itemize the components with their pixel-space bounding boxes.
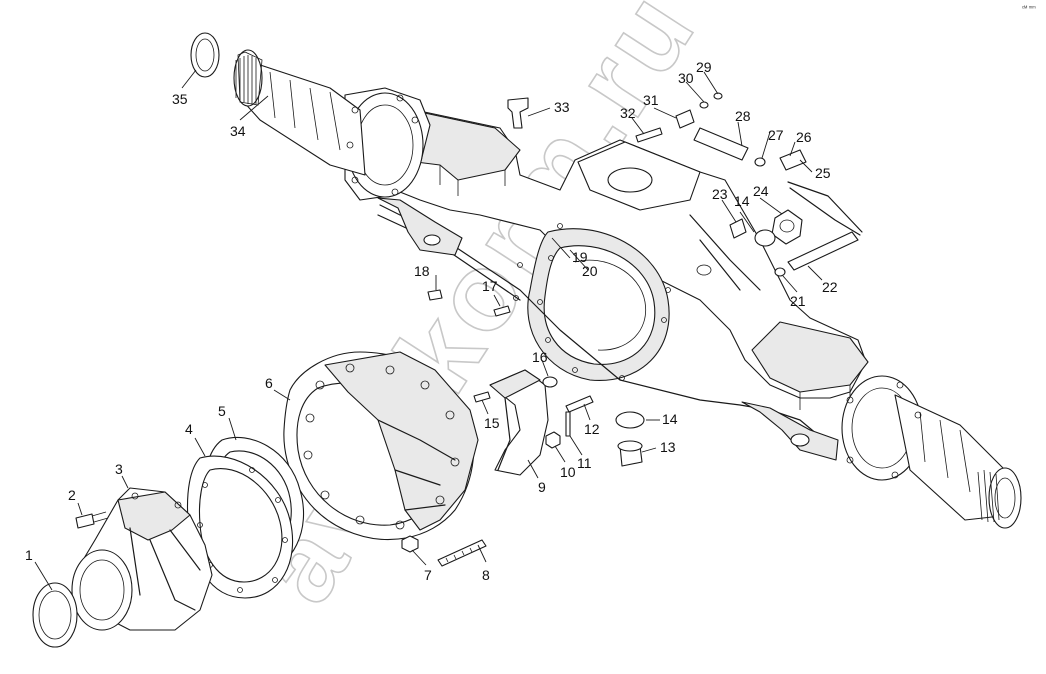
callout-35: 35 <box>172 91 188 107</box>
seal-ring <box>32 582 78 648</box>
callout-26: 26 <box>796 129 812 145</box>
callout-8: 8 <box>482 567 490 583</box>
nut-7 <box>401 535 419 553</box>
callout-labels: 1 2 3 4 5 6 7 8 9 10 11 12 13 14 14 15 1… <box>25 59 838 583</box>
callout-31: 31 <box>643 92 659 108</box>
bolt-2 <box>75 511 109 529</box>
callout-34: 34 <box>230 123 246 139</box>
leader-lines <box>34 69 823 591</box>
callout-3: 3 <box>115 461 123 477</box>
bolt-15 <box>473 391 491 403</box>
breather-group <box>635 92 863 277</box>
stud-8 <box>437 539 487 567</box>
callout-6: 6 <box>265 375 273 391</box>
callout-23: 23 <box>712 186 728 202</box>
bolt-33 <box>507 97 529 129</box>
plug-18 <box>427 289 443 301</box>
right-spindle <box>841 375 1022 529</box>
callout-14-upper: 14 <box>734 193 750 209</box>
plug-13 <box>617 440 643 467</box>
callout-27: 27 <box>768 127 784 143</box>
carrier-cover <box>283 351 479 541</box>
callout-17: 17 <box>482 278 498 294</box>
callout-33: 33 <box>554 99 570 115</box>
callout-9: 9 <box>538 479 546 495</box>
callout-5: 5 <box>218 403 226 419</box>
bearing-cap <box>489 369 549 476</box>
callout-18: 18 <box>414 263 430 279</box>
callout-32: 32 <box>620 105 636 121</box>
callout-13: 13 <box>660 439 676 455</box>
callout-20: 20 <box>582 263 598 279</box>
flange-gasket <box>187 455 294 599</box>
left-ring <box>190 32 220 78</box>
callout-2: 2 <box>68 487 76 503</box>
callout-22: 22 <box>822 279 838 295</box>
callout-14-lower: 14 <box>662 411 678 427</box>
o-ring-14-lower <box>615 411 645 429</box>
pin-11 <box>565 411 571 437</box>
callout-12: 12 <box>584 421 600 437</box>
corner-mark: ᶜᴹ ᵐᵐ <box>1022 5 1036 12</box>
spindle-spline-left <box>235 55 257 104</box>
callout-29: 29 <box>696 59 712 75</box>
stud-12 <box>565 395 594 413</box>
callout-30: 30 <box>678 70 694 86</box>
callout-24: 24 <box>753 183 769 199</box>
washer-16 <box>542 376 558 388</box>
callout-11: 11 <box>577 455 592 471</box>
callout-15: 15 <box>484 415 500 431</box>
pinion-housing <box>71 487 213 631</box>
callout-4: 4 <box>185 421 193 437</box>
bolt-17 <box>493 305 511 317</box>
callout-1: 1 <box>25 547 33 563</box>
callout-19: 19 <box>572 249 588 265</box>
left-spindle <box>233 49 431 201</box>
callout-16: 16 <box>532 349 548 365</box>
callout-28: 28 <box>735 108 751 124</box>
nut-10 <box>545 431 561 449</box>
callout-25: 25 <box>815 165 831 181</box>
callout-21: 21 <box>790 293 806 309</box>
callout-10: 10 <box>560 464 576 480</box>
callout-7: 7 <box>424 567 432 583</box>
